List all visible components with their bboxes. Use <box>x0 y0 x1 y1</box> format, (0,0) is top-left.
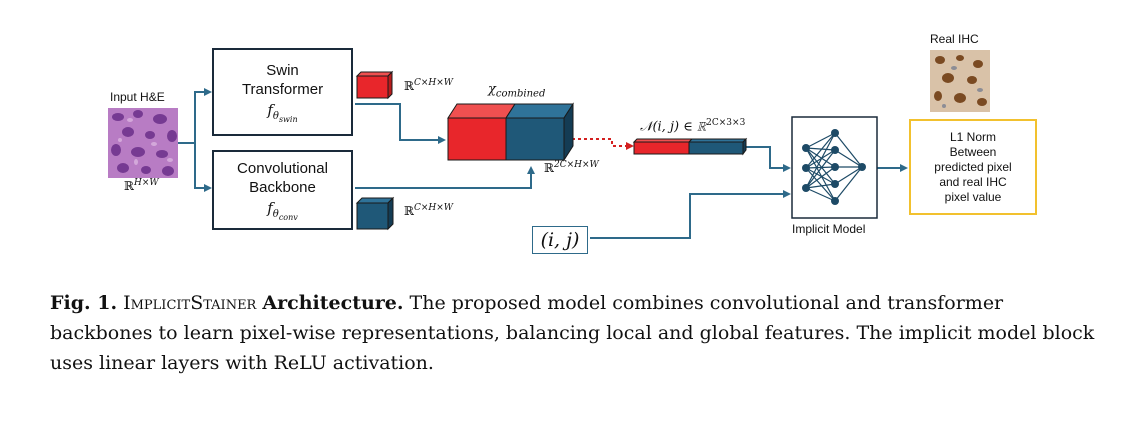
loss-box: L1 Norm Between predicted pixel and real… <box>909 119 1037 215</box>
swin-transformer-block: Swin Transformer fθswin <box>212 48 353 136</box>
arrow-input-to-conv <box>178 142 212 192</box>
swin-title-line1: Swin <box>266 61 299 79</box>
real-ihc-label: Real IHC <box>930 32 979 46</box>
loss-line-3: predicted pixel <box>934 159 1012 174</box>
loss-line-4: and real IHC <box>939 174 1007 189</box>
implicit-model-network <box>791 116 878 219</box>
arrow-swin-to-combined <box>355 103 446 144</box>
arrow-coord-to-implicit <box>590 190 791 239</box>
caption-body: The proposed model combines convolutiona… <box>50 292 1095 374</box>
ihc-tissue-image <box>930 50 990 112</box>
caption-title-bold: Architecture. <box>262 292 404 314</box>
swin-title-line2: Transformer <box>241 80 324 98</box>
coordinate-label: (i, j) <box>540 229 580 251</box>
neighborhood-label: 𝒩(i, j) ∈ ℝ2C×3×3 <box>640 118 746 135</box>
swin-feature-cube <box>355 70 394 100</box>
input-he-label: Input H&E <box>110 90 165 104</box>
figure-caption: Fig. 1. ImplicitStainer Architecture. Th… <box>50 288 1100 378</box>
dotted-arrowhead <box>626 142 634 150</box>
coordinate-input-box: (i, j) <box>532 226 588 254</box>
neighborhood-feature-bar <box>632 137 748 156</box>
caption-title-smallcaps: ImplicitStainer <box>123 292 257 314</box>
diagram-arrows <box>178 70 908 239</box>
conv-feature-dimension: ℝC×H×W <box>404 203 454 218</box>
conv-feature-cube <box>355 196 395 231</box>
combined-dimension: ℝ2C×H×W <box>544 160 599 175</box>
conv-backbone-block: Convolutional Backbone fθconv <box>212 150 353 230</box>
conv-title-line1: Convolutional <box>237 159 328 177</box>
loss-line-5: pixel value <box>944 189 1002 204</box>
arrow-input-to-swin <box>178 88 212 144</box>
conv-function: fθconv <box>267 198 298 222</box>
implicit-model-label: Implicit Model <box>792 222 866 236</box>
combined-label: χcombined <box>488 82 546 100</box>
caption-fig-number: Fig. 1. <box>50 292 118 314</box>
loss-line-2: Between <box>949 144 997 159</box>
he-tissue-image <box>108 108 178 178</box>
arrow-conv-to-combined <box>355 166 535 189</box>
combined-feature-cube <box>447 102 574 162</box>
swin-function: fθswin <box>267 100 298 124</box>
dotted-sampling-arrow <box>572 138 630 147</box>
arrow-neighborhood-to-implicit <box>746 146 791 172</box>
swin-feature-dimension: ℝC×H×W <box>404 78 454 93</box>
conv-title-line2: Backbone <box>249 178 316 196</box>
loss-line-1: L1 Norm <box>949 129 996 144</box>
input-dimension: ℝH×W <box>124 178 159 193</box>
